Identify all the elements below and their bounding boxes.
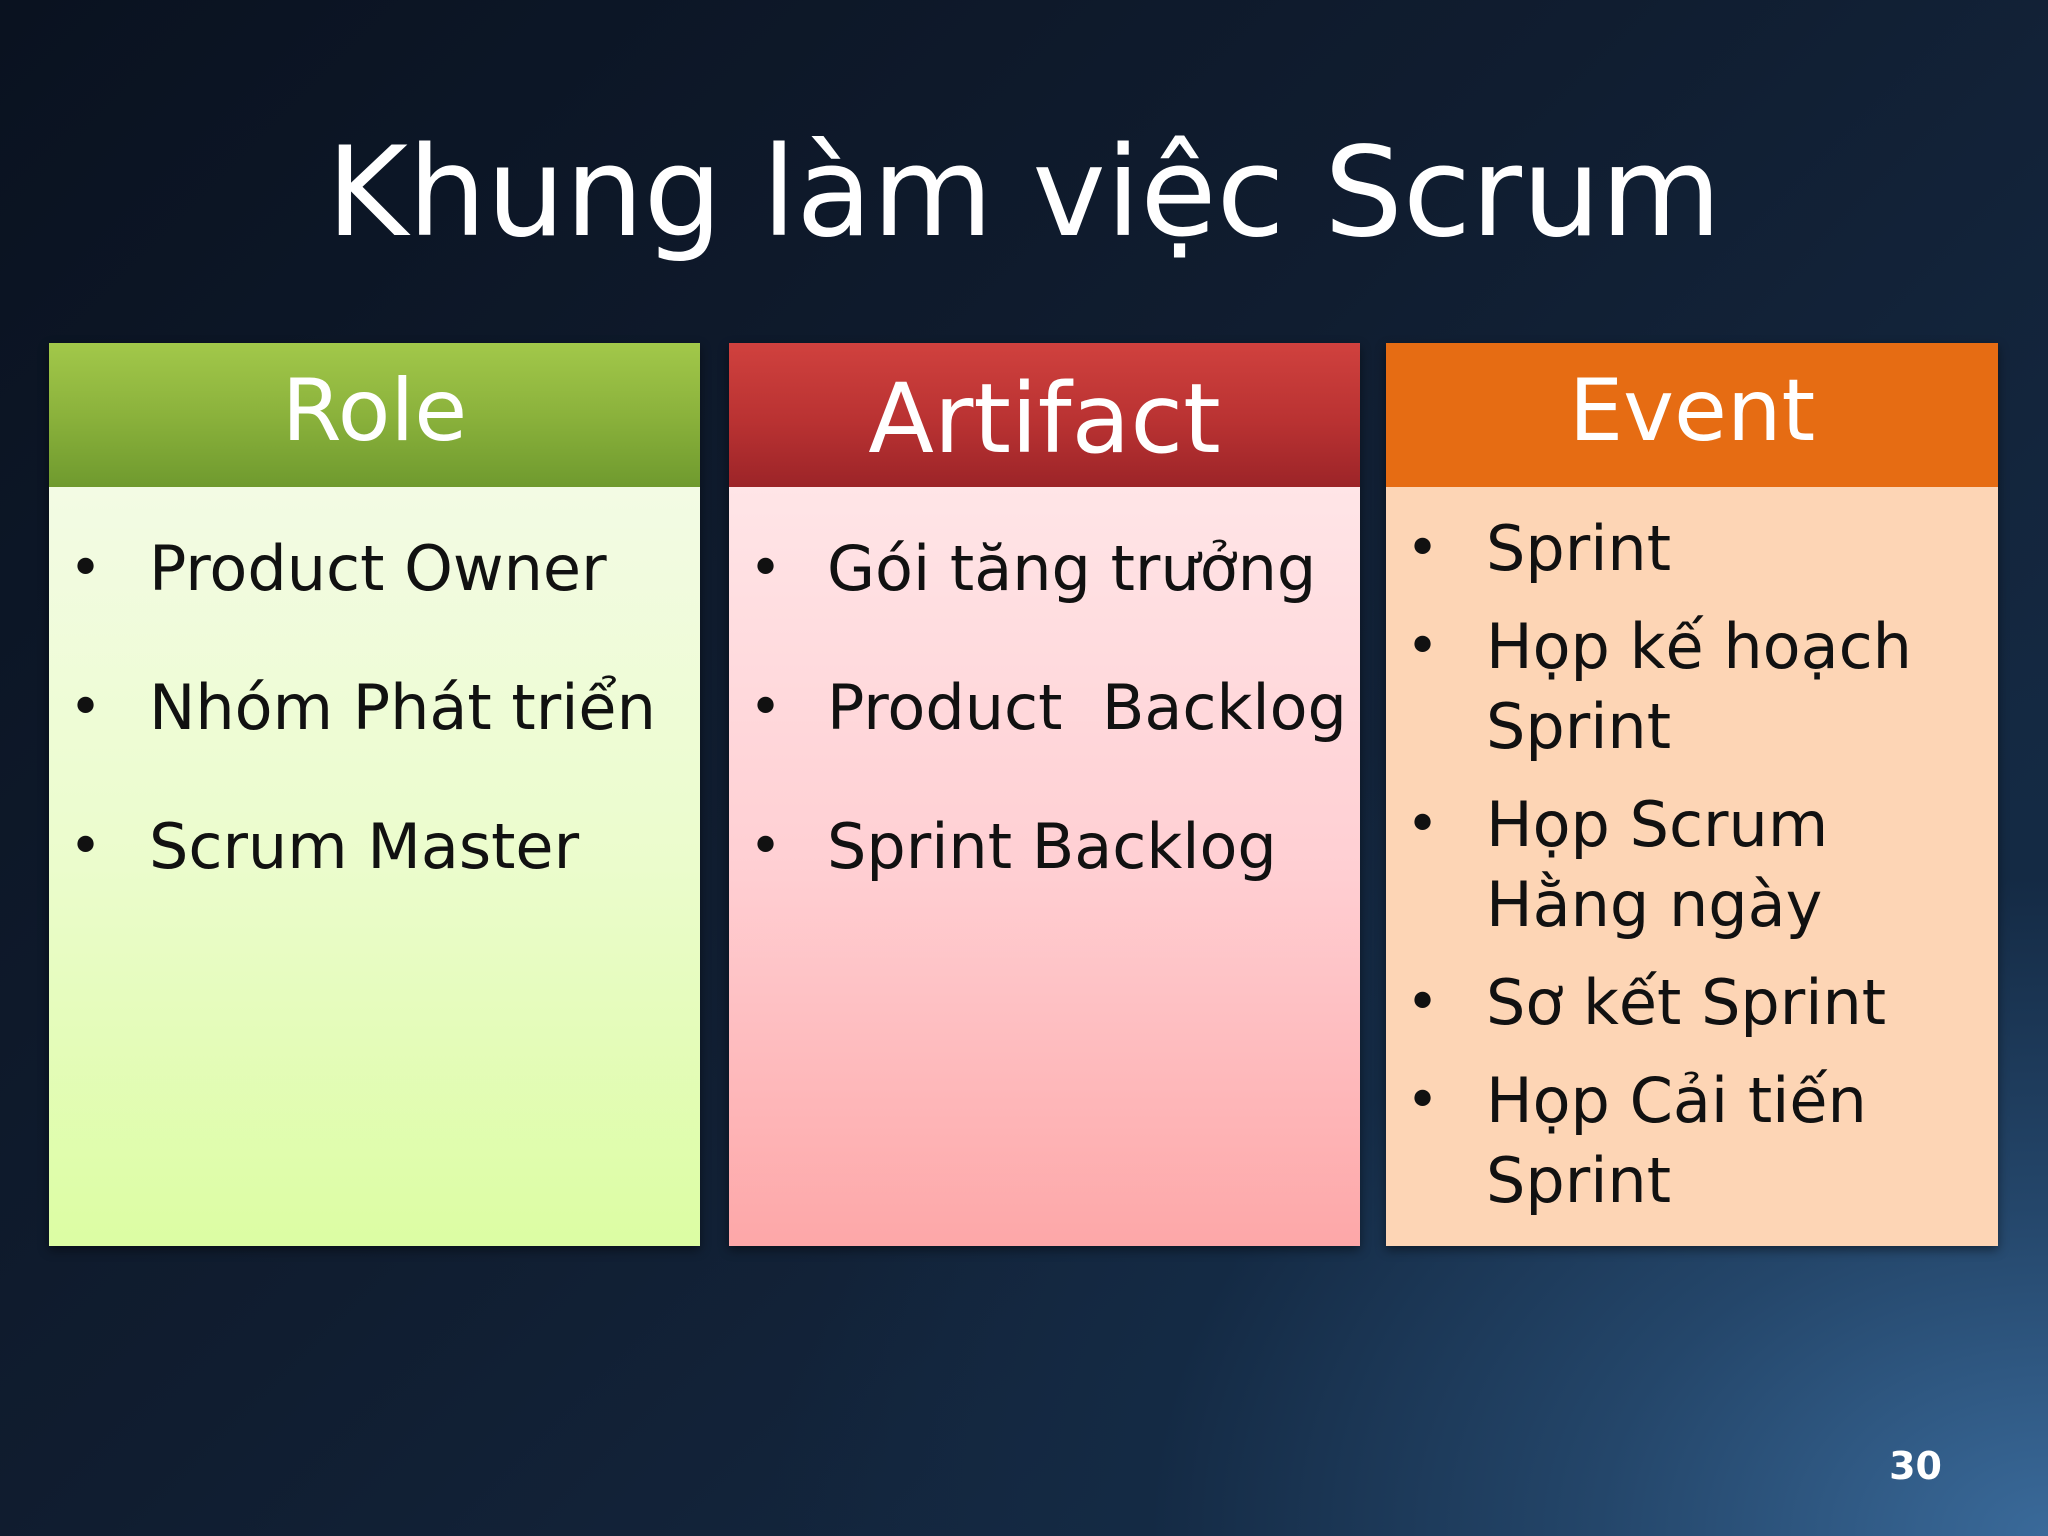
bullet-icon: • bbox=[1406, 1068, 1440, 1133]
bullet-icon: • bbox=[749, 814, 783, 879]
list-item-text: Họp Scrum bbox=[1486, 788, 1829, 861]
bullet-icon: • bbox=[69, 675, 103, 740]
role-card-header: Role bbox=[49, 343, 700, 487]
list-item: • Họp Cải tiến Sprint bbox=[1386, 1061, 1998, 1221]
list-item: • Product Backlog bbox=[729, 668, 1360, 748]
event-list: • Sprint • Họp kế hoạch Sprint • Họp Scr… bbox=[1386, 509, 1998, 1239]
artifact-card-header: Artifact bbox=[729, 343, 1360, 487]
role-card: Role • Product Owner • Nhóm Phát triển •… bbox=[49, 343, 700, 1246]
bullet-icon: • bbox=[1406, 516, 1440, 581]
list-item: • Gói tăng trưởng bbox=[729, 529, 1360, 609]
list-item-text: Họp Cải tiến bbox=[1486, 1064, 1867, 1137]
event-card-header: Event bbox=[1386, 343, 1998, 487]
bullet-icon: • bbox=[1406, 614, 1440, 679]
artifact-card: Artifact • Gói tăng trưởng • Product Bac… bbox=[729, 343, 1360, 1246]
list-item-text: Sprint Backlog bbox=[827, 810, 1277, 883]
list-item-text: Sprint bbox=[1486, 1144, 1672, 1217]
list-item-text: Nhóm Phát triển bbox=[149, 671, 656, 744]
event-card: Event • Sprint • Họp kế hoạch Sprint • H… bbox=[1386, 343, 1998, 1246]
list-item-text: Product Backlog bbox=[827, 671, 1347, 744]
list-item-text: Gói tăng trưởng bbox=[827, 532, 1317, 605]
list-item-text: Sprint bbox=[1486, 512, 1672, 585]
event-card-body: • Sprint • Họp kế hoạch Sprint • Họp Scr… bbox=[1386, 487, 1998, 1246]
list-item-text: Product Owner bbox=[149, 532, 607, 605]
bullet-icon: • bbox=[749, 536, 783, 601]
artifact-list: • Gói tăng trưởng • Product Backlog • Sp… bbox=[729, 529, 1360, 946]
page-number: 30 bbox=[1889, 1444, 1942, 1488]
bullet-icon: • bbox=[1406, 792, 1440, 857]
role-list: • Product Owner • Nhóm Phát triển • Scru… bbox=[49, 529, 700, 946]
artifact-card-body: • Gói tăng trưởng • Product Backlog • Sp… bbox=[729, 487, 1360, 1246]
list-item: • Product Owner bbox=[49, 529, 700, 609]
list-item: • Họp kế hoạch Sprint bbox=[1386, 607, 1998, 767]
list-item-text: Sơ kết Sprint bbox=[1486, 966, 1887, 1039]
bullet-icon: • bbox=[749, 675, 783, 740]
list-item-text: Scrum Master bbox=[149, 810, 580, 883]
list-item-text: Sprint bbox=[1486, 690, 1672, 763]
list-item: • Nhóm Phát triển bbox=[49, 668, 700, 748]
list-item: • Họp Scrum Hằng ngày bbox=[1386, 785, 1998, 945]
role-card-body: • Product Owner • Nhóm Phát triển • Scru… bbox=[49, 487, 700, 1246]
list-item-text: Họp kế hoạch bbox=[1486, 610, 1912, 683]
list-item-text: Hằng ngày bbox=[1486, 868, 1823, 941]
slide-title: Khung làm việc Scrum bbox=[326, 121, 1722, 265]
list-item: • Scrum Master bbox=[49, 807, 700, 887]
list-item: • Sprint bbox=[1386, 509, 1998, 589]
list-item: • Sơ kết Sprint bbox=[1386, 963, 1998, 1043]
bullet-icon: • bbox=[1406, 970, 1440, 1035]
bullet-icon: • bbox=[69, 536, 103, 601]
list-item: • Sprint Backlog bbox=[729, 807, 1360, 887]
bullet-icon: • bbox=[69, 814, 103, 879]
